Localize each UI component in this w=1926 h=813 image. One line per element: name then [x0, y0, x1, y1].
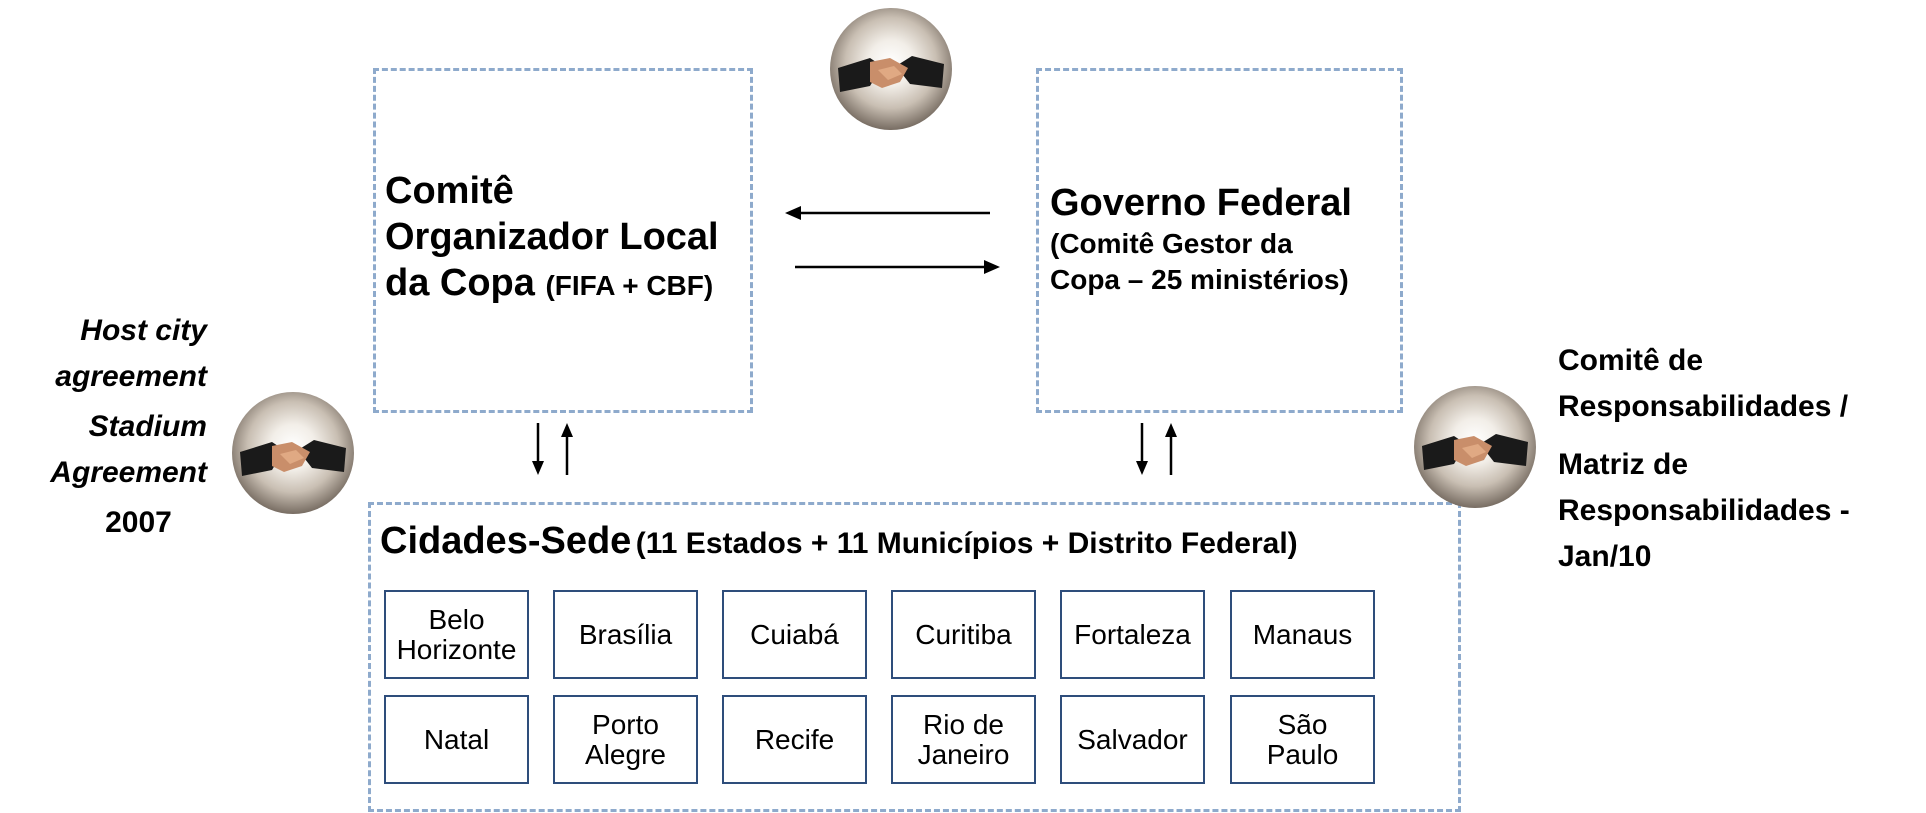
handshake-icon: [1414, 386, 1536, 508]
city-name-line: Rio de: [923, 708, 1004, 740]
city-name-line: Manaus: [1252, 618, 1353, 650]
note-comite-de: Comitê de: [1558, 344, 1704, 377]
note-matriz-de: Matriz de: [1558, 448, 1689, 481]
note-stadium-agreement: Agreement: [50, 456, 207, 489]
loc-line-3-wrap: da Copa (FIFA + CBF): [385, 260, 785, 309]
arrow-down-icon: [1136, 423, 1148, 475]
note-host-city: Host city: [80, 314, 207, 347]
city-name-line: Paulo: [1266, 738, 1339, 770]
city-box: Natal: [384, 695, 529, 784]
city-box: Manaus: [1230, 590, 1375, 679]
gov-title: Governo Federal: [1050, 182, 1352, 224]
city-name-line: Curitiba: [915, 618, 1012, 650]
handshake-icon: [830, 8, 952, 130]
city-name: Manaus: [1252, 618, 1353, 650]
host-cities-title: Cidades-Sede (11 Estados + 11 Municípios…: [380, 518, 1460, 564]
arrow-down-icon: [532, 423, 544, 475]
city-name-line: Fortaleza: [1074, 618, 1191, 650]
city-box: Cuiabá: [722, 590, 867, 679]
gov-sub-1: (Comitê Gestor da: [1050, 228, 1293, 259]
federal-government-label: Governo Federal (Comitê Gestor da Copa –…: [1050, 180, 1410, 298]
city-name: Recife: [754, 723, 835, 755]
arrow-right-icon: [795, 260, 1000, 274]
loc-line-3: da Copa: [385, 262, 535, 304]
loc-suffix: (FIFA + CBF): [545, 270, 714, 301]
city-name: Fortaleza: [1074, 618, 1191, 650]
host-cities-heading: Cidades-Sede: [380, 520, 632, 562]
host-cities-suffix: (11 Estados + 11 Municípios + Distrito F…: [635, 527, 1298, 560]
note-responsabilidades: Responsabilidades /: [1558, 390, 1849, 423]
city-name-line: Alegre: [585, 738, 666, 770]
host-city-agreement-notes: Host city agreement Stadium Agreement 20…: [0, 308, 207, 546]
city-name: Brasília: [578, 618, 673, 650]
note-date: Jan/10: [1558, 540, 1652, 573]
city-name: Curitiba: [915, 618, 1012, 650]
note-responsabilidades-2: Responsabilidades -: [1558, 494, 1850, 527]
city-name: Cuiabá: [750, 618, 839, 650]
city-name-line: Belo: [428, 603, 485, 635]
loc-line-2: Organizador Local: [385, 216, 719, 258]
local-organizing-committee-box: [373, 68, 753, 413]
city-name-line: Horizonte: [396, 633, 517, 665]
note-stadium: Stadium: [88, 410, 207, 443]
federal-government-box: [1036, 68, 1403, 413]
arrow-left-icon: [785, 206, 990, 220]
city-name-line: São: [1277, 708, 1328, 740]
city-box: Curitiba: [891, 590, 1036, 679]
note-agreement: agreement: [55, 360, 207, 393]
note-year: 2007: [105, 506, 172, 539]
city-box: Recife: [722, 695, 867, 784]
city-name-line: Recife: [754, 723, 835, 755]
gov-sub-2: Copa – 25 ministérios): [1050, 264, 1349, 295]
city-name-line: Janeiro: [917, 738, 1010, 770]
responsibility-matrix-notes: Comitê de Responsabilidades / Matriz de …: [1558, 338, 1926, 580]
city-box: Brasília: [553, 590, 698, 679]
city-name-line: Salvador: [1077, 723, 1188, 755]
city-name-line: Cuiabá: [750, 618, 839, 650]
arrow-up-icon: [561, 423, 573, 475]
arrow-up-icon: [1165, 423, 1177, 475]
city-box: Salvador: [1060, 695, 1205, 784]
city-box: Fortaleza: [1060, 590, 1205, 679]
loc-line-1: Comitê: [385, 170, 514, 212]
local-organizing-committee-label: Comitê Organizador Local da Copa (FIFA +…: [385, 168, 785, 309]
host-cities-box: [368, 502, 1461, 812]
city-name-line: Porto: [592, 708, 659, 740]
city-name-line: Natal: [423, 723, 490, 755]
city-name: Natal: [423, 723, 490, 755]
city-name-line: Brasília: [578, 618, 673, 650]
city-name: Salvador: [1077, 723, 1188, 755]
handshake-icon: [232, 392, 354, 514]
